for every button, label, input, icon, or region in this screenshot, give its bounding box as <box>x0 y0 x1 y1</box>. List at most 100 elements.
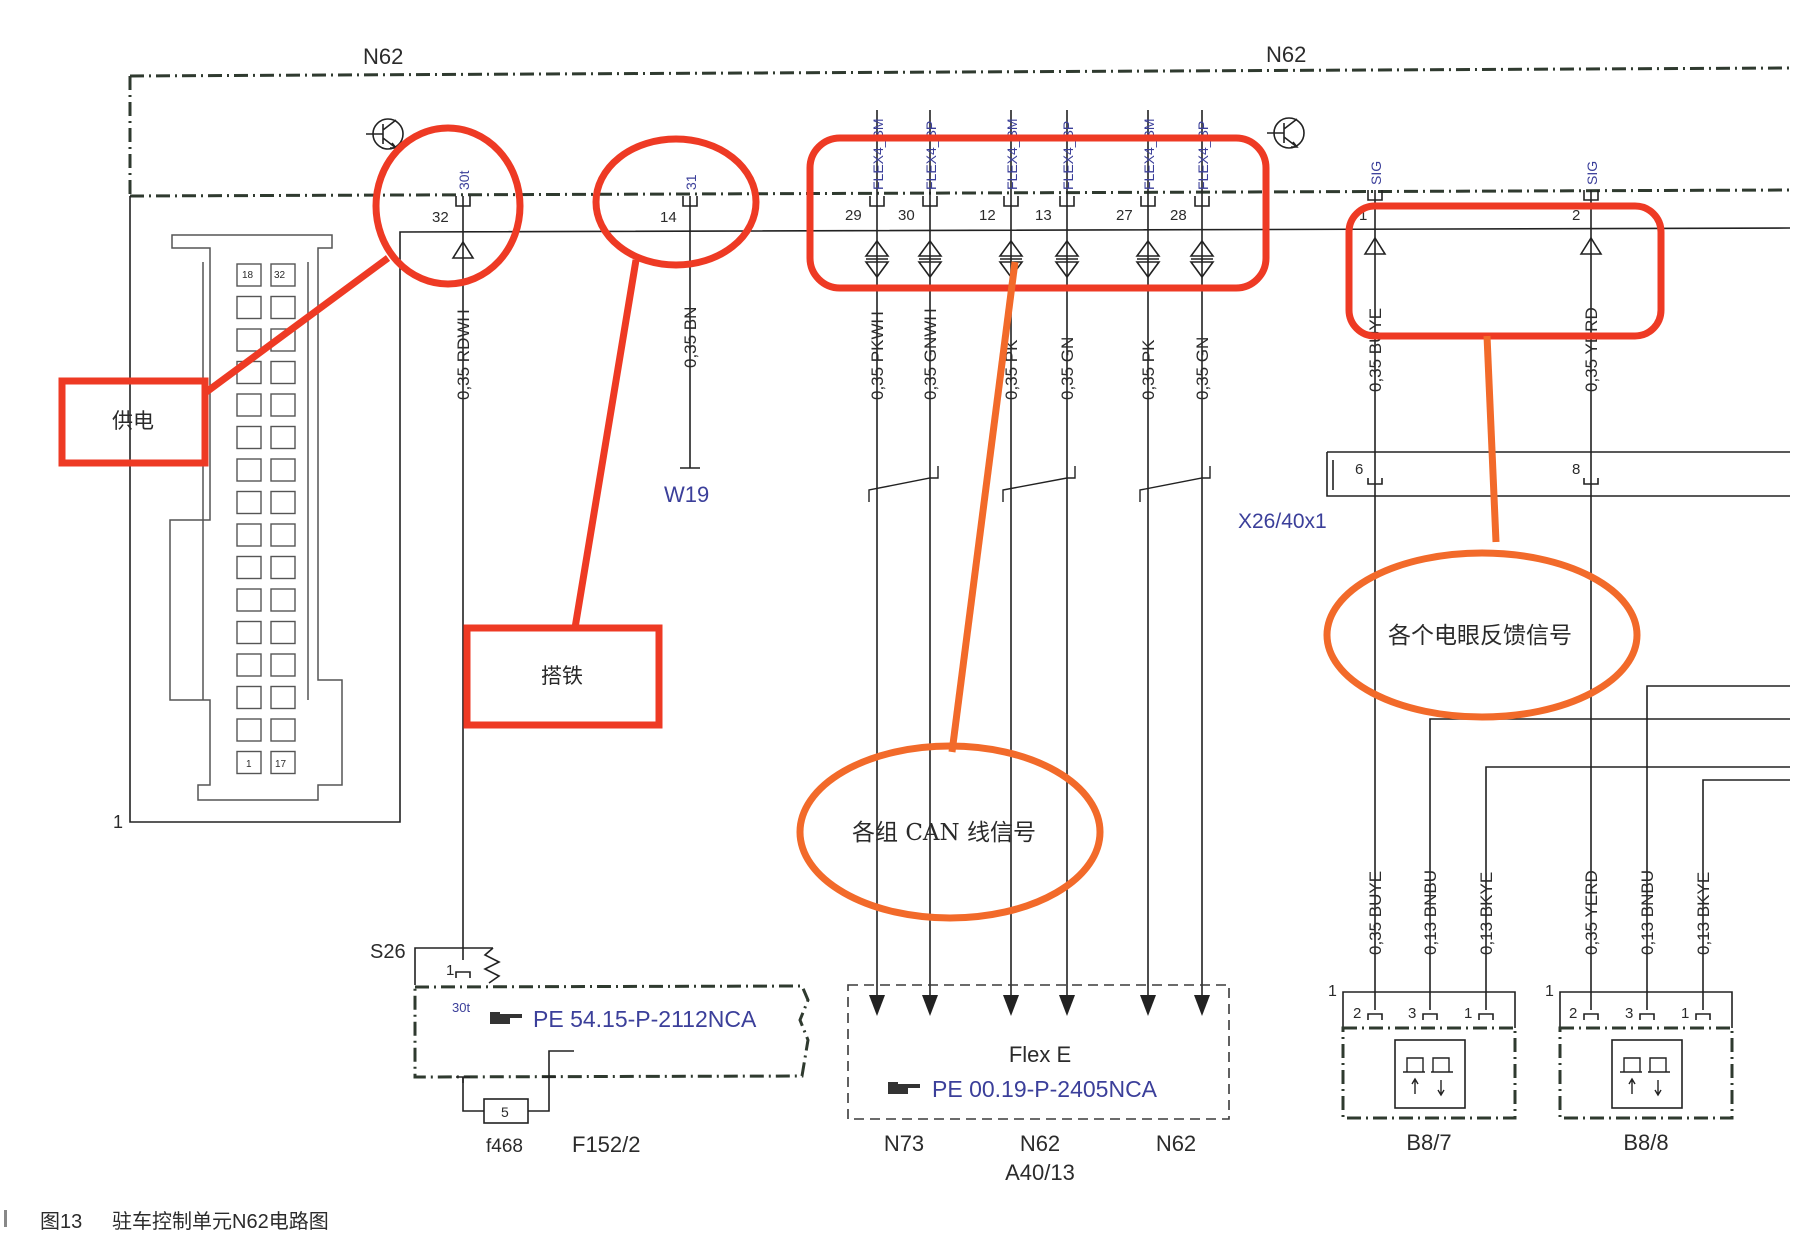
connector-cavity <box>236 393 262 417</box>
sensor-connector-pin: 1 <box>1328 983 1337 1000</box>
module-label-n62-left: N62 <box>363 44 403 69</box>
connector-cavity <box>236 588 262 612</box>
can-wire-label: 0,35 GN <box>1193 337 1212 400</box>
annotation-can <box>796 134 1270 922</box>
annotation-ground <box>463 135 760 729</box>
can-wire-label: 0,35 PK <box>1139 339 1158 400</box>
flex-e-title: Flex E <box>1009 1042 1071 1067</box>
sensor-pin-number: 1 <box>1464 1005 1472 1022</box>
flex-e-box <box>847 984 1230 1120</box>
reference-pointer-icon <box>888 1082 920 1094</box>
can-pin-signal: FLEX4_BM <box>1004 118 1020 190</box>
connector-cavity <box>236 620 262 645</box>
sensor-wire-label: 0,13 BKYE <box>1477 872 1496 955</box>
connector-cavity <box>236 490 262 515</box>
sensor-wire-label: 0,13 BNBU <box>1421 870 1440 955</box>
s26-reference[interactable]: PE 54.15-P-2112NCA <box>533 1006 757 1032</box>
can-pin-signal: FLEX4_BP <box>923 121 939 190</box>
connector-cavity <box>270 588 296 612</box>
pin-number-32: 32 <box>432 209 449 226</box>
sensor-connector-pin: 1 <box>1545 983 1554 1000</box>
connector-pin-1: 1 <box>246 759 252 770</box>
can-pin-28: FLEX4_BP 28 0,35 GN <box>1170 110 1215 1016</box>
annotation-power-text: 供电 <box>112 409 154 433</box>
connector-cavity <box>270 653 296 677</box>
module-n62-boundary <box>128 66 1791 198</box>
connector-cavity <box>236 523 262 547</box>
destination-a40-13: A40/13 <box>1005 1160 1075 1185</box>
sensor-pin-number: 2 <box>1353 1005 1361 1022</box>
sensor-element-icon <box>1403 1057 1453 1073</box>
s26-pin-1: 1 <box>446 962 454 979</box>
figure-title: 驻车控制单元N62电路图 <box>112 1210 329 1233</box>
connector-pin-grid <box>236 263 296 775</box>
connector-cavity <box>236 718 262 742</box>
can-pin-number: 28 <box>1170 207 1187 224</box>
s26-switch <box>413 947 810 1079</box>
connector-cavity <box>270 360 296 385</box>
connector-cavity <box>270 718 296 742</box>
connector-cavity <box>270 490 296 515</box>
annotation-feedback-text: 各个电眼反馈信号 <box>1388 623 1572 649</box>
transistor-icon <box>1267 117 1305 149</box>
module-label-n62-right: N62 <box>1266 42 1306 67</box>
sensor-pin-number: 2 <box>1569 1005 1577 1022</box>
sensor-label: B8/7 <box>1406 1130 1451 1155</box>
sensor-feed-wires <box>1429 685 1790 1010</box>
pin-signal-31: 31 <box>683 174 699 190</box>
sig-wires <box>1363 190 1603 1010</box>
power-wire <box>451 196 475 960</box>
fuse-value: 5 <box>501 1104 509 1120</box>
can-pin-number: 13 <box>1035 207 1052 224</box>
can-pin-signal: FLEX4_BM <box>1141 118 1157 190</box>
destination-n62-b: N62 <box>1156 1131 1196 1156</box>
can-pin-signal: FLEX4_BM <box>870 118 886 190</box>
pin-number-sig-2: 2 <box>1572 207 1580 224</box>
ground-wire <box>680 196 700 469</box>
arrow-icon <box>1411 1077 1445 1097</box>
sensor-pin-number: 3 <box>1408 1005 1416 1022</box>
twisted-pair-icon <box>868 466 939 502</box>
sensor-wire-label: 0,13 BKYE <box>1694 872 1713 955</box>
connector-cavity <box>270 750 296 775</box>
pin-signal-sig-1: SIG <box>1368 161 1384 185</box>
can-pin-number: 29 <box>845 207 862 224</box>
pin-signal-30t: 30t <box>456 170 472 190</box>
pin-signal-sig-2: SIG <box>1584 161 1600 185</box>
corner-pin-label: 1 <box>113 812 123 832</box>
can-pin-signal: FLEX4_BP <box>1060 121 1076 190</box>
connector-cavity <box>270 685 296 710</box>
wire-label-buye: 0,35 BUYE <box>1366 308 1385 392</box>
flex-e-reference[interactable]: PE 00.19-P-2405NCA <box>932 1076 1158 1102</box>
connector-cavity <box>270 458 296 482</box>
sensor-element-icon <box>1620 1057 1670 1073</box>
x26-label: X26/40x1 <box>1238 510 1327 533</box>
fuse-f468 <box>456 1076 556 1124</box>
connector-cavity <box>236 458 262 482</box>
s26-signal-30t: 30t <box>452 1000 470 1015</box>
wire-label-rdwh: 0,35 RDWH <box>454 309 473 400</box>
pin-number-sig-1: 1 <box>1359 207 1367 224</box>
connector-cavity <box>270 620 296 645</box>
caption-marker <box>4 1210 7 1227</box>
connector-cavity <box>270 523 296 547</box>
connector-cavity <box>270 263 296 287</box>
connector-cavity <box>236 750 262 775</box>
connector-pin-17: 17 <box>275 759 287 770</box>
annotation-feedback <box>1323 202 1665 721</box>
connector-cavity <box>236 425 262 450</box>
can-pin-27: FLEX4_BM 27 0,35 PK <box>1116 110 1161 1016</box>
transistor-icon <box>366 118 404 150</box>
can-pin-number: 27 <box>1116 207 1133 224</box>
connector-cavity <box>270 555 296 580</box>
x26-pin-8: 8 <box>1572 461 1580 478</box>
connector-cavity <box>270 425 296 450</box>
sensor-b8-7: 2 3 1 1B8/7 <box>1328 983 1517 1155</box>
can-pin-signal: FLEX4_BP <box>1195 121 1211 190</box>
connector-outline <box>129 196 1791 823</box>
arrow-icon <box>1628 1077 1662 1097</box>
s26-label: S26 <box>370 941 406 963</box>
x26-pin-6: 6 <box>1355 461 1363 478</box>
